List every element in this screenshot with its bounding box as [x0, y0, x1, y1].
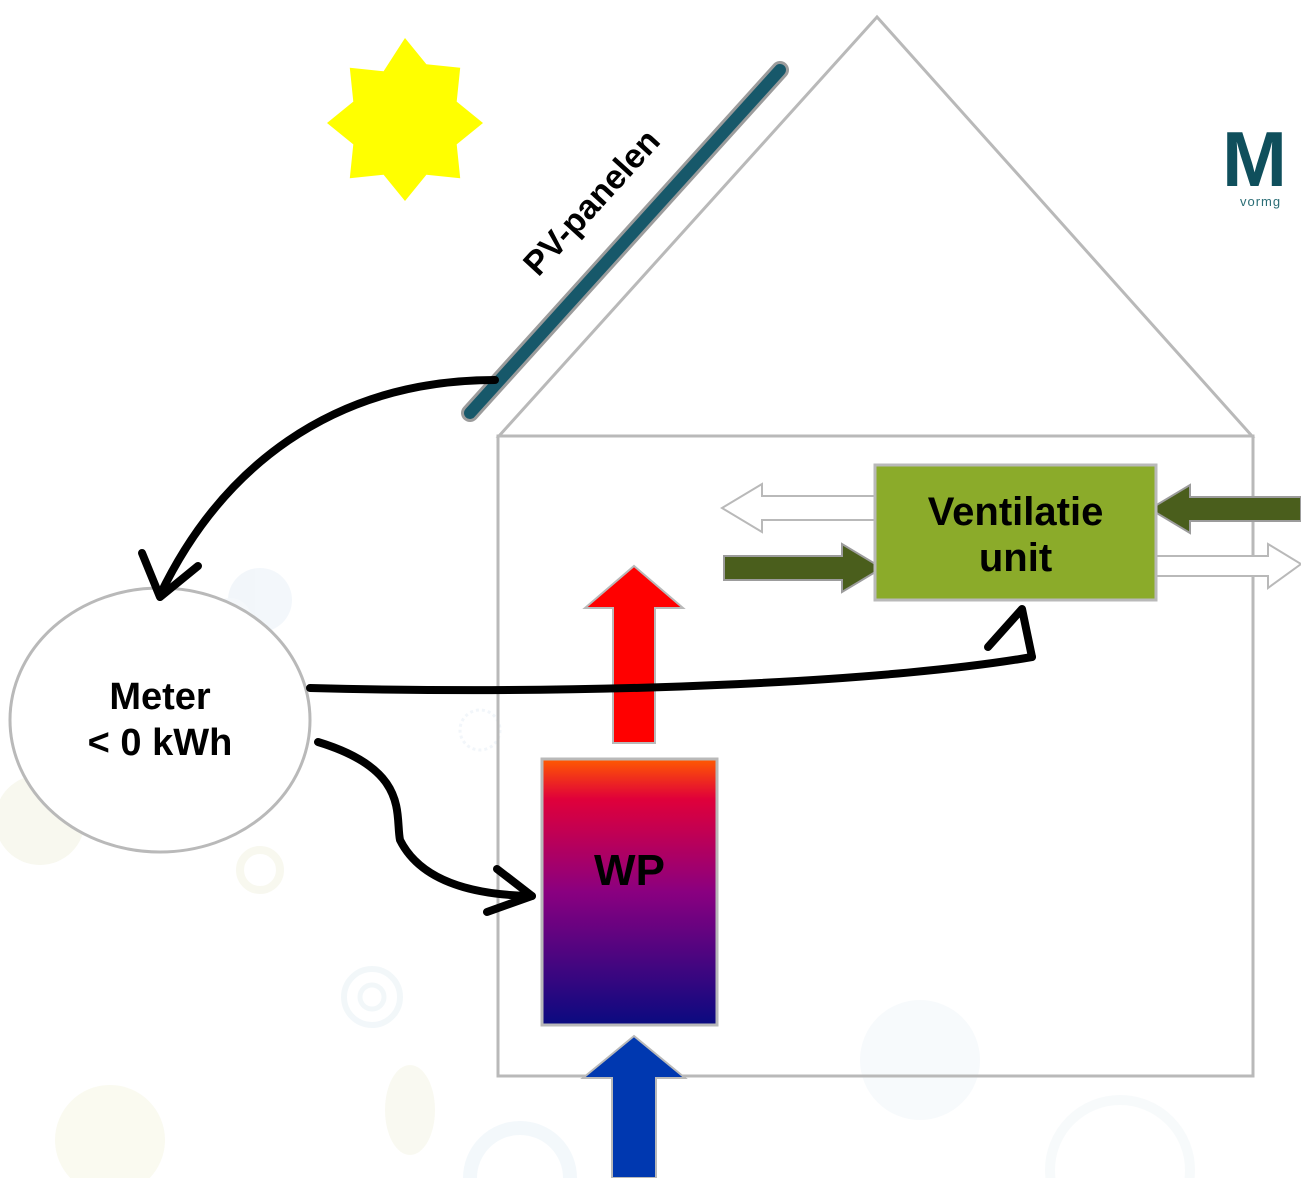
logo-letter: M: [1222, 115, 1287, 203]
meter-to-ventilation-arrow: [306, 653, 1036, 695]
ventilation-label-line1: Ventilatie: [927, 490, 1104, 534]
hot-output-arrow: [582, 564, 686, 744]
pv-panel-surface: [464, 64, 786, 419]
house-roof: [495, 14, 1256, 438]
logo-tagline: vormg: [1240, 194, 1282, 209]
ventilation-label-line2: unit: [978, 536, 1053, 580]
ventilation-unit-label: Ventilatie unit: [875, 489, 1156, 581]
heat-pump-label: WP: [594, 846, 665, 895]
supply-air-arrow-in: [723, 542, 884, 594]
energy-flow-arrows: [138, 376, 1036, 916]
cold-input-arrow: [580, 1034, 688, 1179]
heat-pump: [540, 757, 719, 1027]
ventilation-unit: [873, 463, 1158, 602]
fresh-air-arrow-in: [1148, 483, 1301, 535]
meter-label: Meter < 0 kWh: [10, 674, 310, 766]
exhaust-air-arrow-left: [720, 482, 881, 534]
pv-panels-label: PV-panelen: [516, 122, 668, 283]
house-wall: [496, 434, 1255, 1078]
meter-label-line2: < 0 kWh: [87, 722, 233, 764]
meter-to-ventilation-arrowhead: [984, 605, 1036, 661]
pv-to-meter-arrowhead: [138, 549, 202, 601]
sun-icon: [327, 38, 483, 201]
meter-label-line1: Meter: [109, 676, 211, 718]
exhaust-air-arrow-right: [1147, 542, 1301, 590]
meter-to-heat-pump-arrow: [314, 738, 536, 900]
pv-to-meter-arrow: [156, 376, 499, 599]
meter-to-heat-pump-arrowhead: [483, 865, 536, 916]
